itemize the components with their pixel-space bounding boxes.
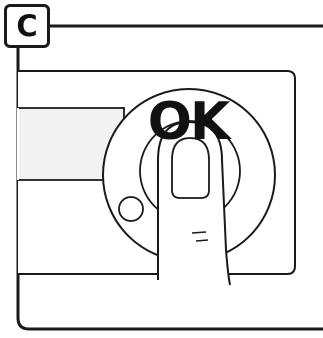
side-button <box>119 197 143 221</box>
panel-label: C <box>4 4 50 48</box>
ok-button-label: OK <box>148 94 228 150</box>
